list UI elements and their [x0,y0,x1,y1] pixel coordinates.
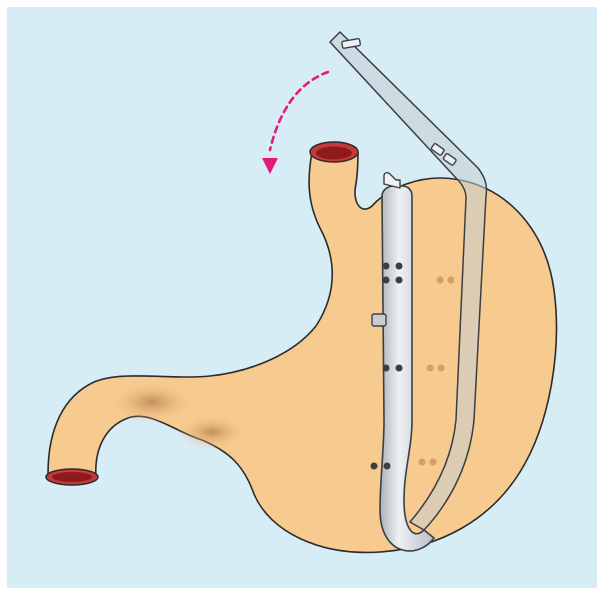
duodenum-shade-2 [176,414,248,450]
clamp-latch [372,314,386,326]
duodenum-lumen [52,472,92,482]
duodenum-shade [108,380,196,424]
esophagus-lumen [316,147,352,160]
